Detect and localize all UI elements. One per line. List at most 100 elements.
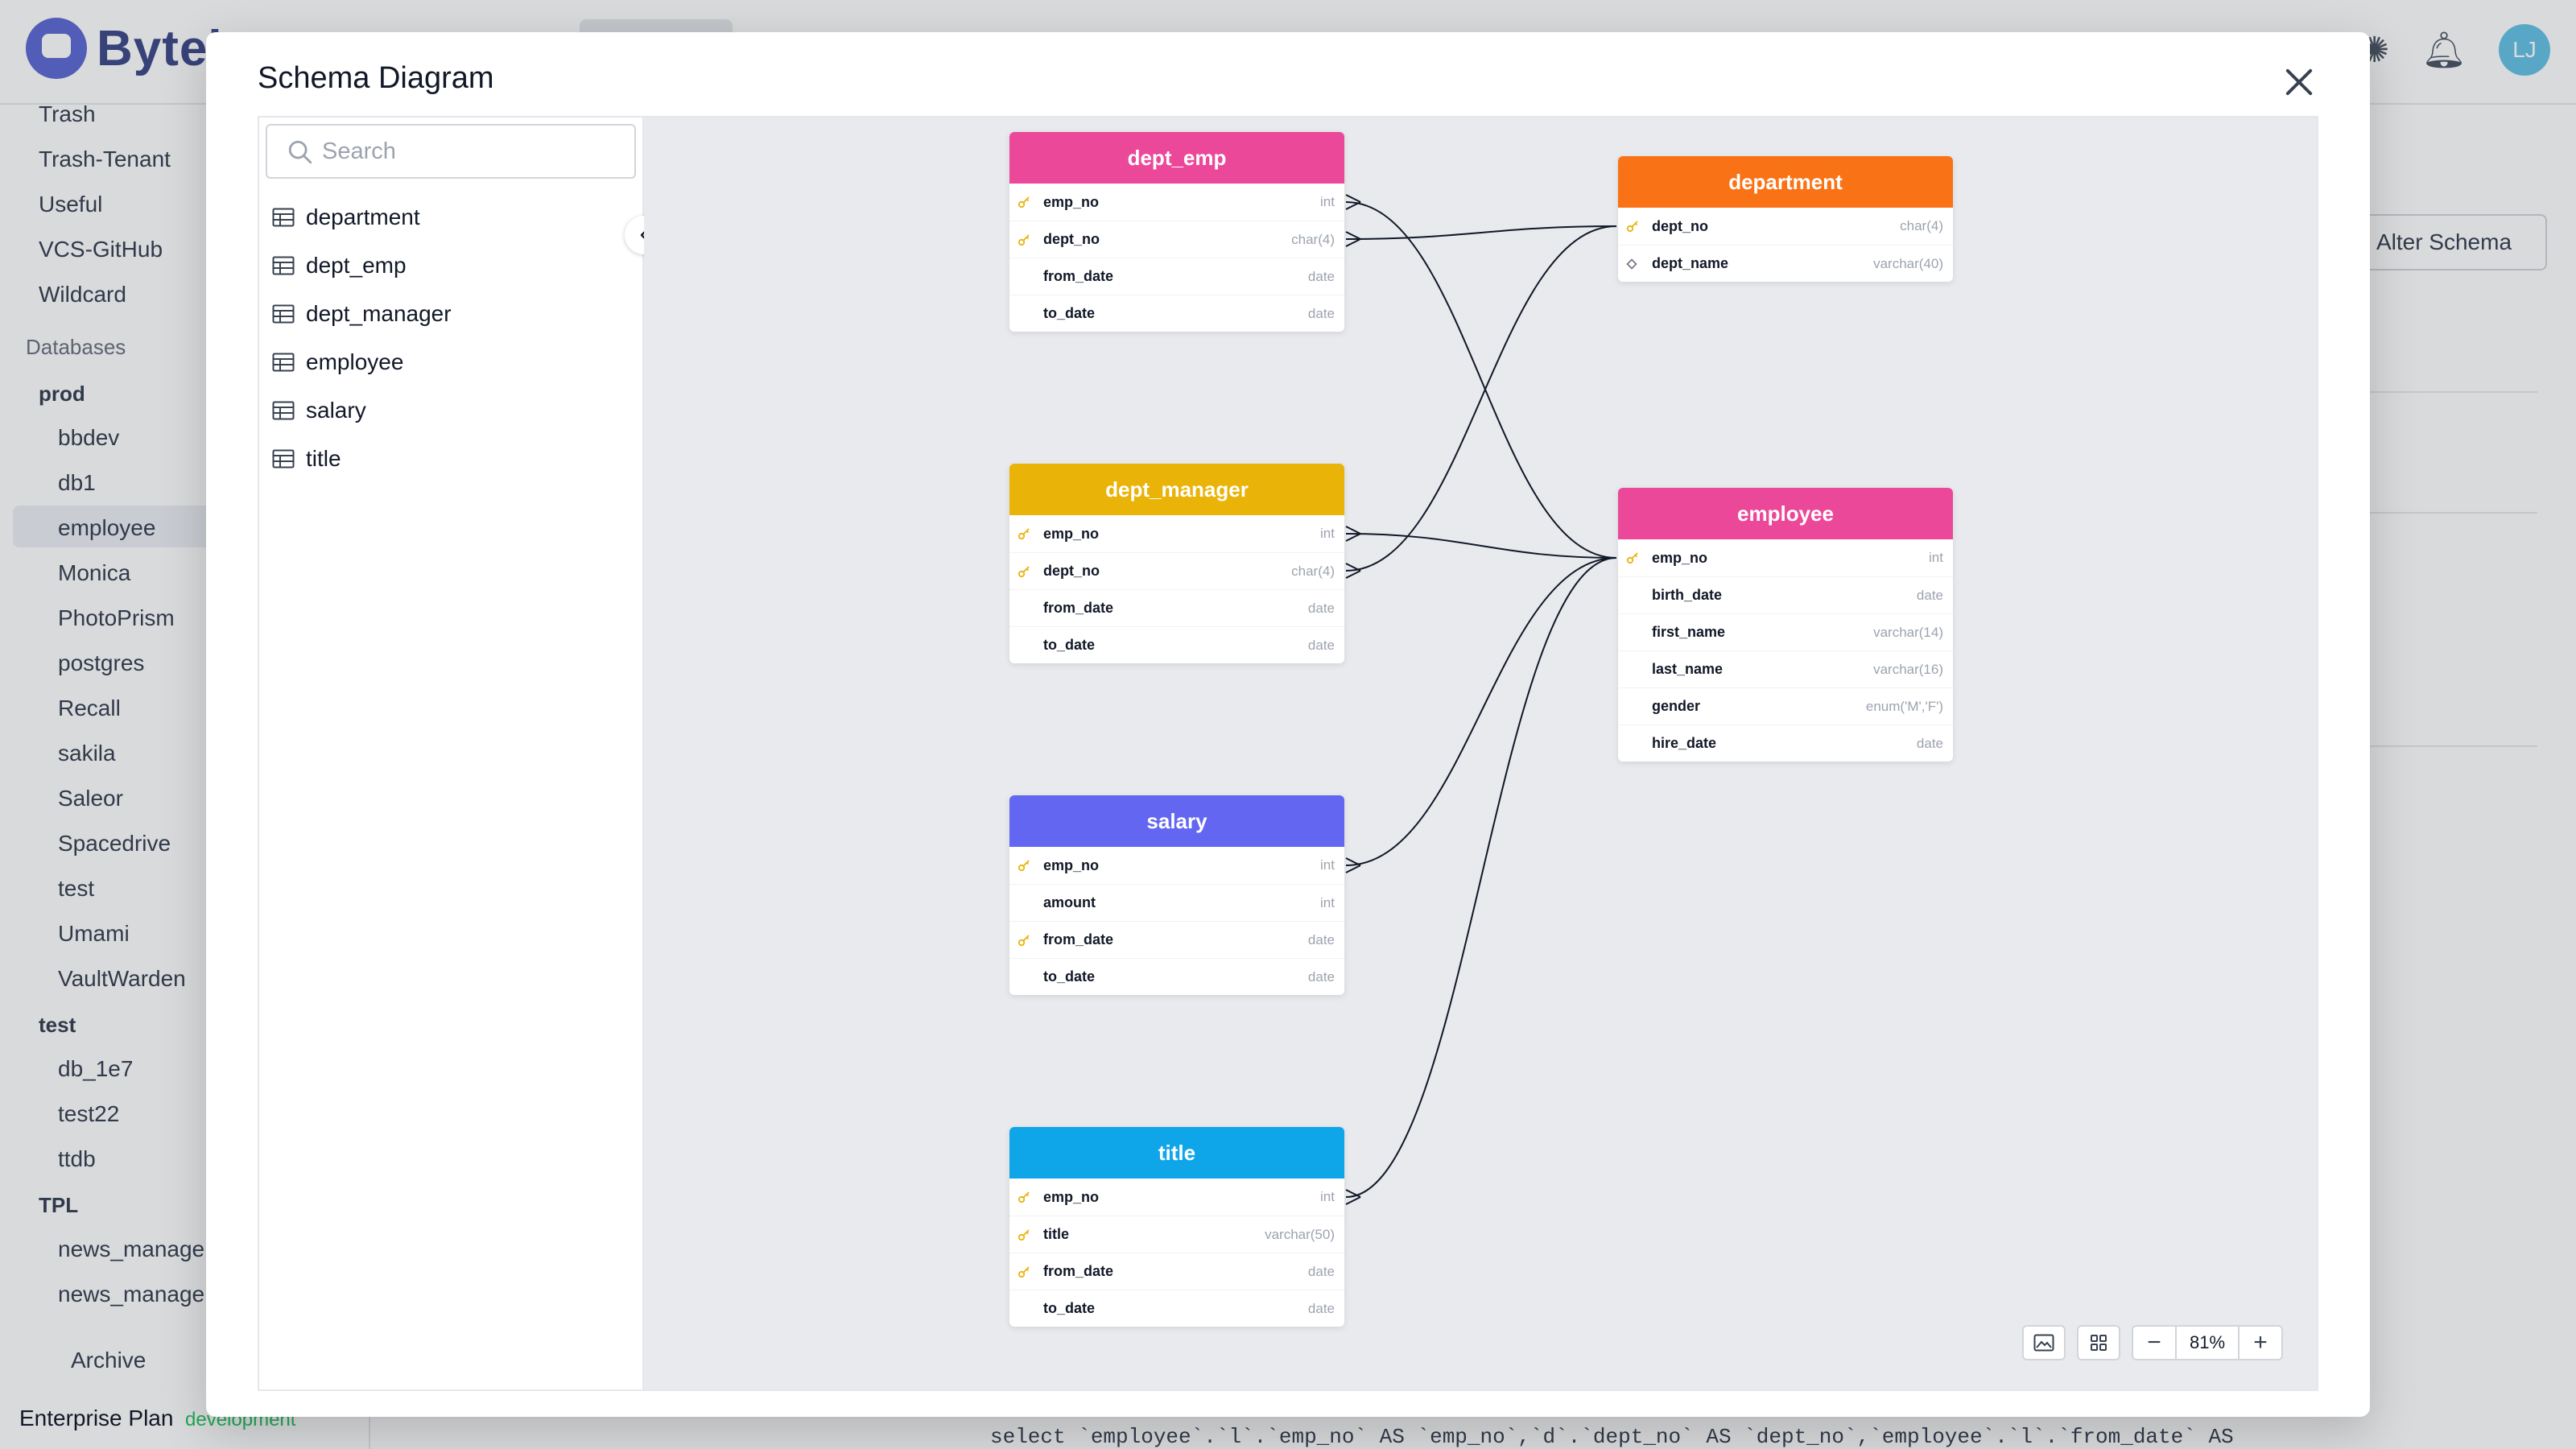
db-item[interactable]: Spacedrive xyxy=(58,831,171,856)
column-name: last_name xyxy=(1652,661,1724,677)
key-icon xyxy=(1018,196,1030,208)
zoom-toolbar: − 81% + xyxy=(2022,1325,2283,1360)
relation-edge[interactable] xyxy=(1345,533,1617,559)
fit-view-button[interactable] xyxy=(2077,1325,2120,1360)
table-list-label: dept_manager xyxy=(306,301,452,326)
key-icon xyxy=(1018,528,1030,540)
db-item[interactable]: test xyxy=(58,876,95,901)
zoom-out-button[interactable]: − xyxy=(2147,1329,2161,1356)
db-item[interactable]: news_manage xyxy=(58,1282,205,1307)
column-type: date xyxy=(1307,305,1335,321)
avatar[interactable]: LJ xyxy=(2499,24,2550,76)
db-item[interactable]: Saleor xyxy=(58,786,123,811)
zoom-in-button[interactable]: + xyxy=(2253,1329,2268,1356)
db-item[interactable]: postgres xyxy=(58,650,145,675)
db-item[interactable]: news_manage xyxy=(58,1236,205,1261)
table-list-item-dept-manager[interactable]: dept_manager xyxy=(266,290,636,338)
db-item[interactable]: Monica xyxy=(58,560,131,585)
table-list-item-dept-emp[interactable]: dept_emp xyxy=(266,242,636,290)
column-name: emp_no xyxy=(1043,857,1100,873)
table-list-item-salary[interactable]: salary xyxy=(266,386,636,435)
column-marker xyxy=(1626,551,1645,565)
bell-icon[interactable]: 🔔︎ xyxy=(2421,31,2467,70)
group-tpl[interactable]: TPL xyxy=(39,1193,79,1217)
db-item[interactable]: PhotoPrism xyxy=(58,605,175,630)
column-name: amount xyxy=(1043,894,1096,910)
db-item[interactable]: db1 xyxy=(58,470,96,495)
sidebar-item-trash[interactable]: Trash xyxy=(39,101,96,126)
app-logo[interactable]: Bytel xyxy=(26,18,223,79)
unique-icon xyxy=(1626,258,1637,270)
archive-item[interactable]: Archive xyxy=(71,1348,147,1373)
column-marker xyxy=(1018,933,1037,947)
sidebar-item-vcs-github[interactable]: VCS-GitHub xyxy=(39,237,163,262)
column-row[interactable]: last_name varchar(16) xyxy=(1618,650,1953,687)
db-item[interactable]: Recall xyxy=(58,696,121,720)
column-marker xyxy=(1018,233,1037,247)
group-test[interactable]: test xyxy=(39,1013,76,1037)
sidebar-item-trash-tenant[interactable]: Trash-Tenant xyxy=(39,147,171,171)
column-marker xyxy=(1018,1190,1037,1204)
db-item[interactable]: bbdev xyxy=(58,425,120,450)
column-name: from_date xyxy=(1043,268,1114,284)
db-item[interactable]: VaultWarden xyxy=(58,966,186,991)
sidebar-item-useful[interactable]: Useful xyxy=(39,192,103,217)
column-marker xyxy=(1626,257,1645,271)
table-node-header: dept_manager xyxy=(1009,464,1344,515)
export-image-button[interactable] xyxy=(2022,1325,2066,1360)
db-item[interactable]: ttdb xyxy=(58,1146,96,1171)
db-item[interactable]: sakila xyxy=(58,741,116,766)
column-type: varchar(16) xyxy=(1873,661,1943,677)
key-icon xyxy=(1018,934,1030,946)
table-list-item-employee[interactable]: employee xyxy=(266,338,636,386)
group-prod[interactable]: prod xyxy=(39,382,85,406)
sidebar-item-wildcard[interactable]: Wildcard xyxy=(39,282,126,307)
alter-schema-button[interactable]: Alter Schema xyxy=(2341,214,2547,270)
table-node-title: employee xyxy=(1737,501,1834,526)
relation-edge[interactable] xyxy=(1345,557,1617,1198)
relation-edge[interactable] xyxy=(1345,201,1617,559)
table-list-item-title[interactable]: title xyxy=(266,435,636,483)
table-list-item-department[interactable]: department xyxy=(266,193,636,242)
column-type: date xyxy=(1307,931,1335,947)
search-input[interactable] xyxy=(322,134,612,169)
db-item[interactable]: Umami xyxy=(58,921,130,946)
db-item[interactable]: db_1e7 xyxy=(58,1056,134,1081)
relation-edge[interactable] xyxy=(1345,225,1617,572)
relation-edge[interactable] xyxy=(1345,225,1617,240)
db-item-active[interactable]: employee xyxy=(58,515,156,540)
relation-edge[interactable] xyxy=(1345,557,1617,866)
close-icon[interactable] xyxy=(2280,63,2318,101)
db-item[interactable]: test22 xyxy=(58,1101,120,1126)
